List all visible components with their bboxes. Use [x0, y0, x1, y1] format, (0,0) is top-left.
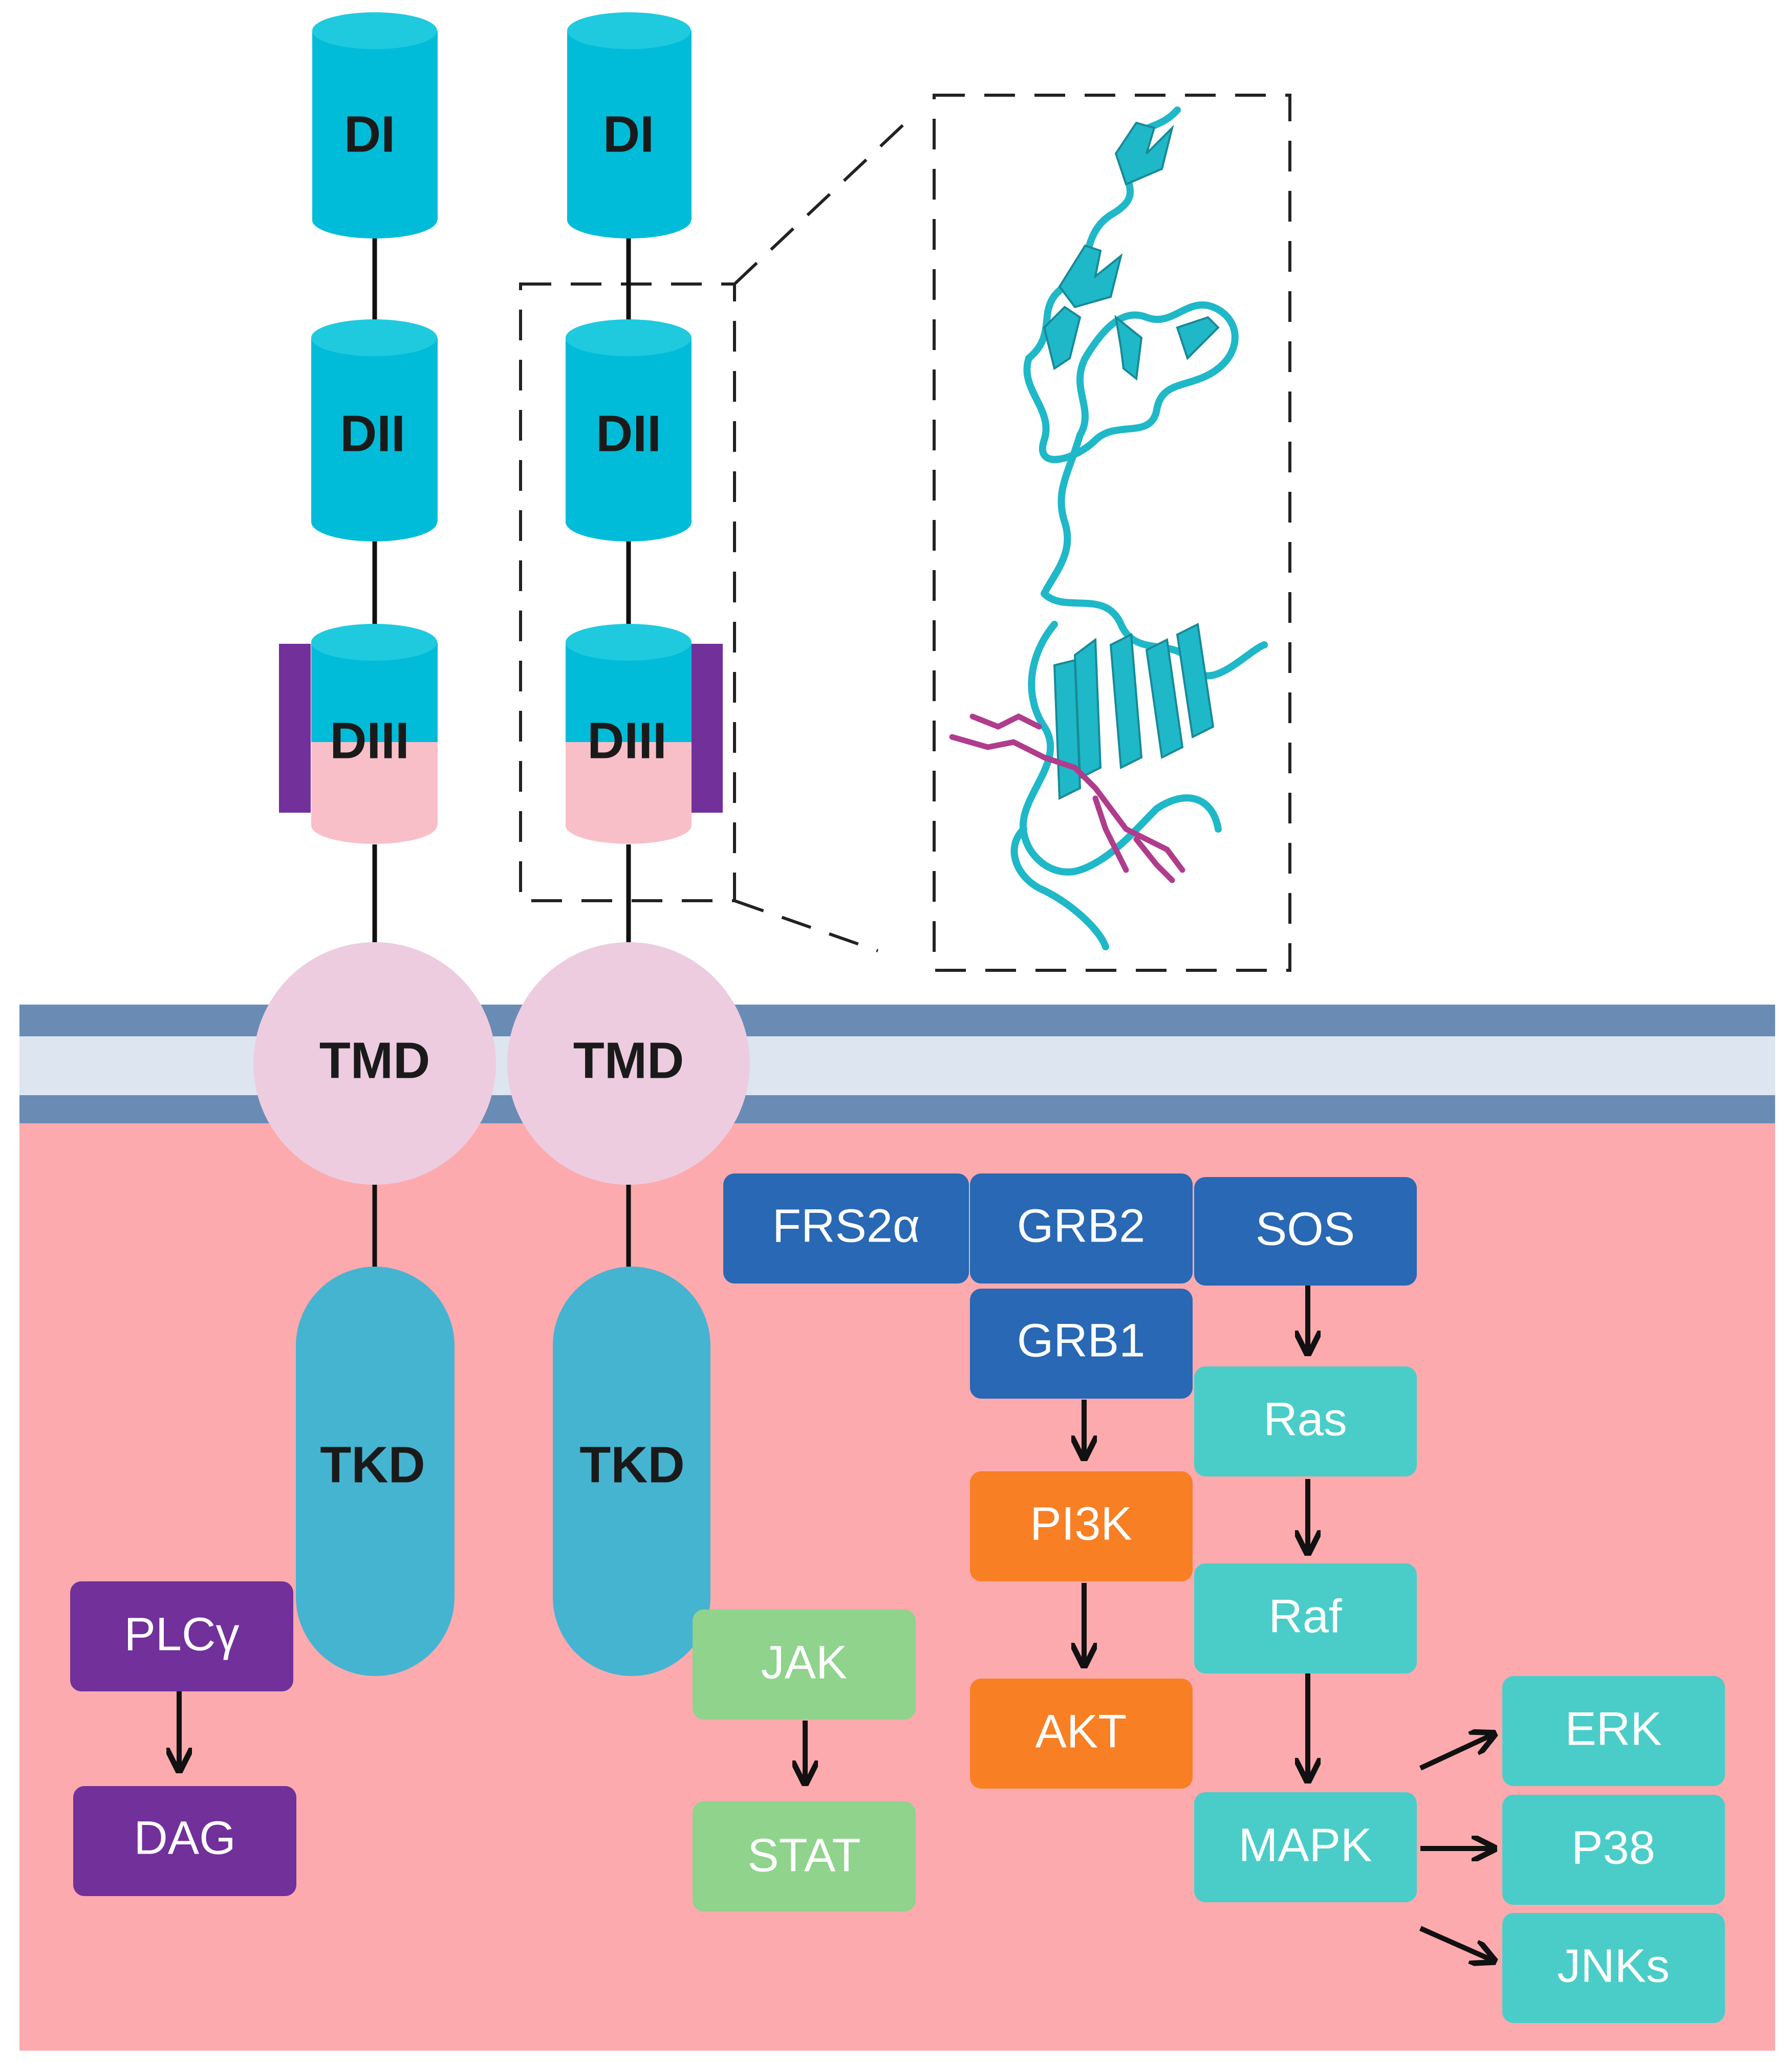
- akt-box: [970, 1679, 1193, 1789]
- ras-label: Ras: [1263, 1393, 1347, 1445]
- plcg-label: PLCγ: [124, 1608, 240, 1660]
- jnks-label: JNKs: [1557, 1940, 1670, 1992]
- signaling-molecules: FRS2α GRB2 SOS GRB1 Ras PI3K Raf PLCγ JA…: [70, 1173, 1725, 2023]
- domain-dii-cylinder: DII: [566, 319, 692, 541]
- frs2a-label: FRS2α: [772, 1200, 920, 1252]
- mapk-label: MAPK: [1239, 1819, 1372, 1871]
- grb2-label: GRB2: [1017, 1200, 1146, 1252]
- domain-diii-label: DIII: [587, 712, 667, 769]
- akt-label: AKT: [1035, 1705, 1127, 1757]
- domain-diii-cylinder: DIII: [566, 624, 692, 844]
- p38-label: P38: [1571, 1821, 1655, 1874]
- dag-label: DAG: [134, 1812, 235, 1864]
- dag-box: [73, 1786, 296, 1896]
- pi3k-box: [970, 1471, 1193, 1581]
- p38-box: [1502, 1795, 1725, 1905]
- domain-di-cylinder: DI: [312, 12, 438, 238]
- grb2-box: [970, 1173, 1193, 1284]
- mapk-box: [1194, 1792, 1417, 1902]
- jnks-box: [1502, 1913, 1725, 2023]
- domain-dii-label: DII: [596, 405, 661, 462]
- tmd-circle: [507, 942, 750, 1185]
- domain-diii-cylinder: DIII: [311, 624, 438, 844]
- erk-box: [1502, 1676, 1725, 1786]
- pathway-arrows: [179, 1286, 1492, 1960]
- tmd-circle: [253, 942, 496, 1185]
- tmd-label: TMD: [319, 1032, 430, 1089]
- tkd-capsule: [553, 1267, 710, 1676]
- domain-di-cylinder: DI: [567, 12, 692, 238]
- tmd-label: TMD: [573, 1032, 684, 1089]
- sos-label: SOS: [1256, 1203, 1355, 1255]
- ras-box: [1194, 1366, 1417, 1476]
- raf-box: [1194, 1563, 1417, 1673]
- binding-site-bar: [691, 644, 723, 813]
- domain-di-label: DI: [603, 105, 654, 163]
- structure-frame: [933, 94, 1291, 972]
- domain-diii-label: DIII: [330, 712, 409, 769]
- plcg-box: [70, 1581, 293, 1691]
- domain-dii-cylinder: DII: [311, 319, 438, 541]
- grb1-label: GRB1: [1017, 1314, 1146, 1366]
- erk-label: ERK: [1565, 1703, 1661, 1755]
- raf-label: Raf: [1268, 1590, 1342, 1642]
- jak-box: [693, 1610, 916, 1720]
- protein-structure-illustration: [949, 106, 1268, 950]
- binding-site-bar: [279, 644, 311, 813]
- stat-box: [693, 1801, 916, 1911]
- frs2a-box: [723, 1173, 969, 1284]
- sos-box: [1194, 1177, 1417, 1286]
- domain-dii-label: DII: [340, 405, 405, 462]
- tkd-capsule: [296, 1267, 455, 1676]
- domain-di-label: DI: [344, 105, 395, 163]
- jak-label: JAK: [761, 1636, 848, 1688]
- grb1-box: [970, 1289, 1193, 1399]
- receptor-2: DI DII DIII TMD TKD: [507, 12, 750, 1676]
- receptor-1: DI DII DIII TMD TKD: [253, 12, 496, 1676]
- pi3k-label: PI3K: [1030, 1497, 1132, 1550]
- tkd-label: TKD: [320, 1436, 425, 1493]
- stat-label: STAT: [747, 1829, 860, 1881]
- tkd-label: TKD: [579, 1436, 685, 1493]
